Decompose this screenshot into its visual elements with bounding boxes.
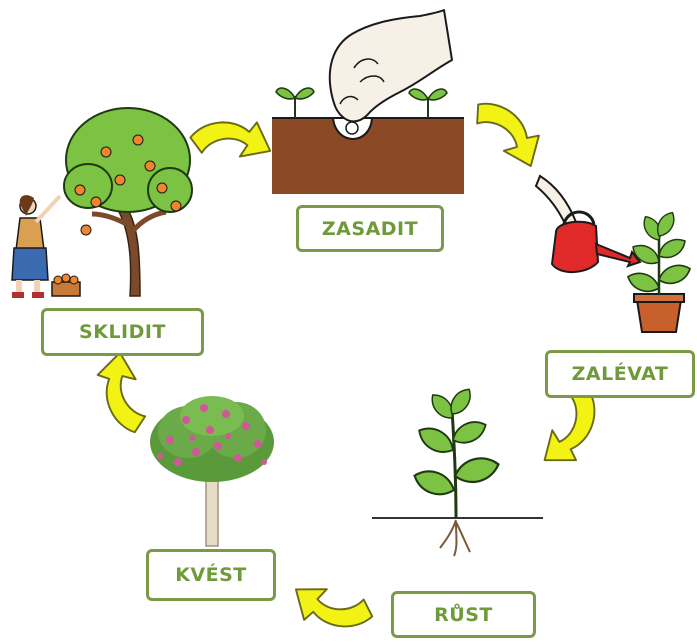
arrow-zasadit-to-zalevat [465,91,551,172]
label-zalevat: ZALÉVAT [545,350,695,398]
potted-plant-icon [624,208,694,333]
seedling-icon [409,384,503,557]
arm [534,174,578,228]
arrow-zalevat-to-rust [538,384,606,474]
sprout-right [408,88,448,118]
woman-icon [11,194,62,298]
arrow-sklidit-to-zasadit [189,121,272,158]
planting-illustration [272,9,464,194]
blossoms [157,404,267,466]
label-sklidit: SKLIDIT [41,308,204,356]
label-rust: RŮST [391,591,536,638]
label-zasadit: ZASADIT [296,205,444,252]
label-kvest: KVÉST [146,549,276,601]
hand-icon [328,9,453,123]
sprout-left [275,87,315,118]
fruit-tree-illustration [11,107,193,298]
growing-plant-illustration [372,384,543,557]
arrow-kvest-to-sklidit [92,349,154,439]
seed [345,121,359,135]
watering-can-icon [550,210,642,273]
basket-icon [51,273,81,297]
arrow-rust-to-kvest [290,582,377,633]
flowering-tree-icon [150,396,274,547]
fruit-tree-icon [63,107,193,297]
watering-illustration [534,174,694,333]
